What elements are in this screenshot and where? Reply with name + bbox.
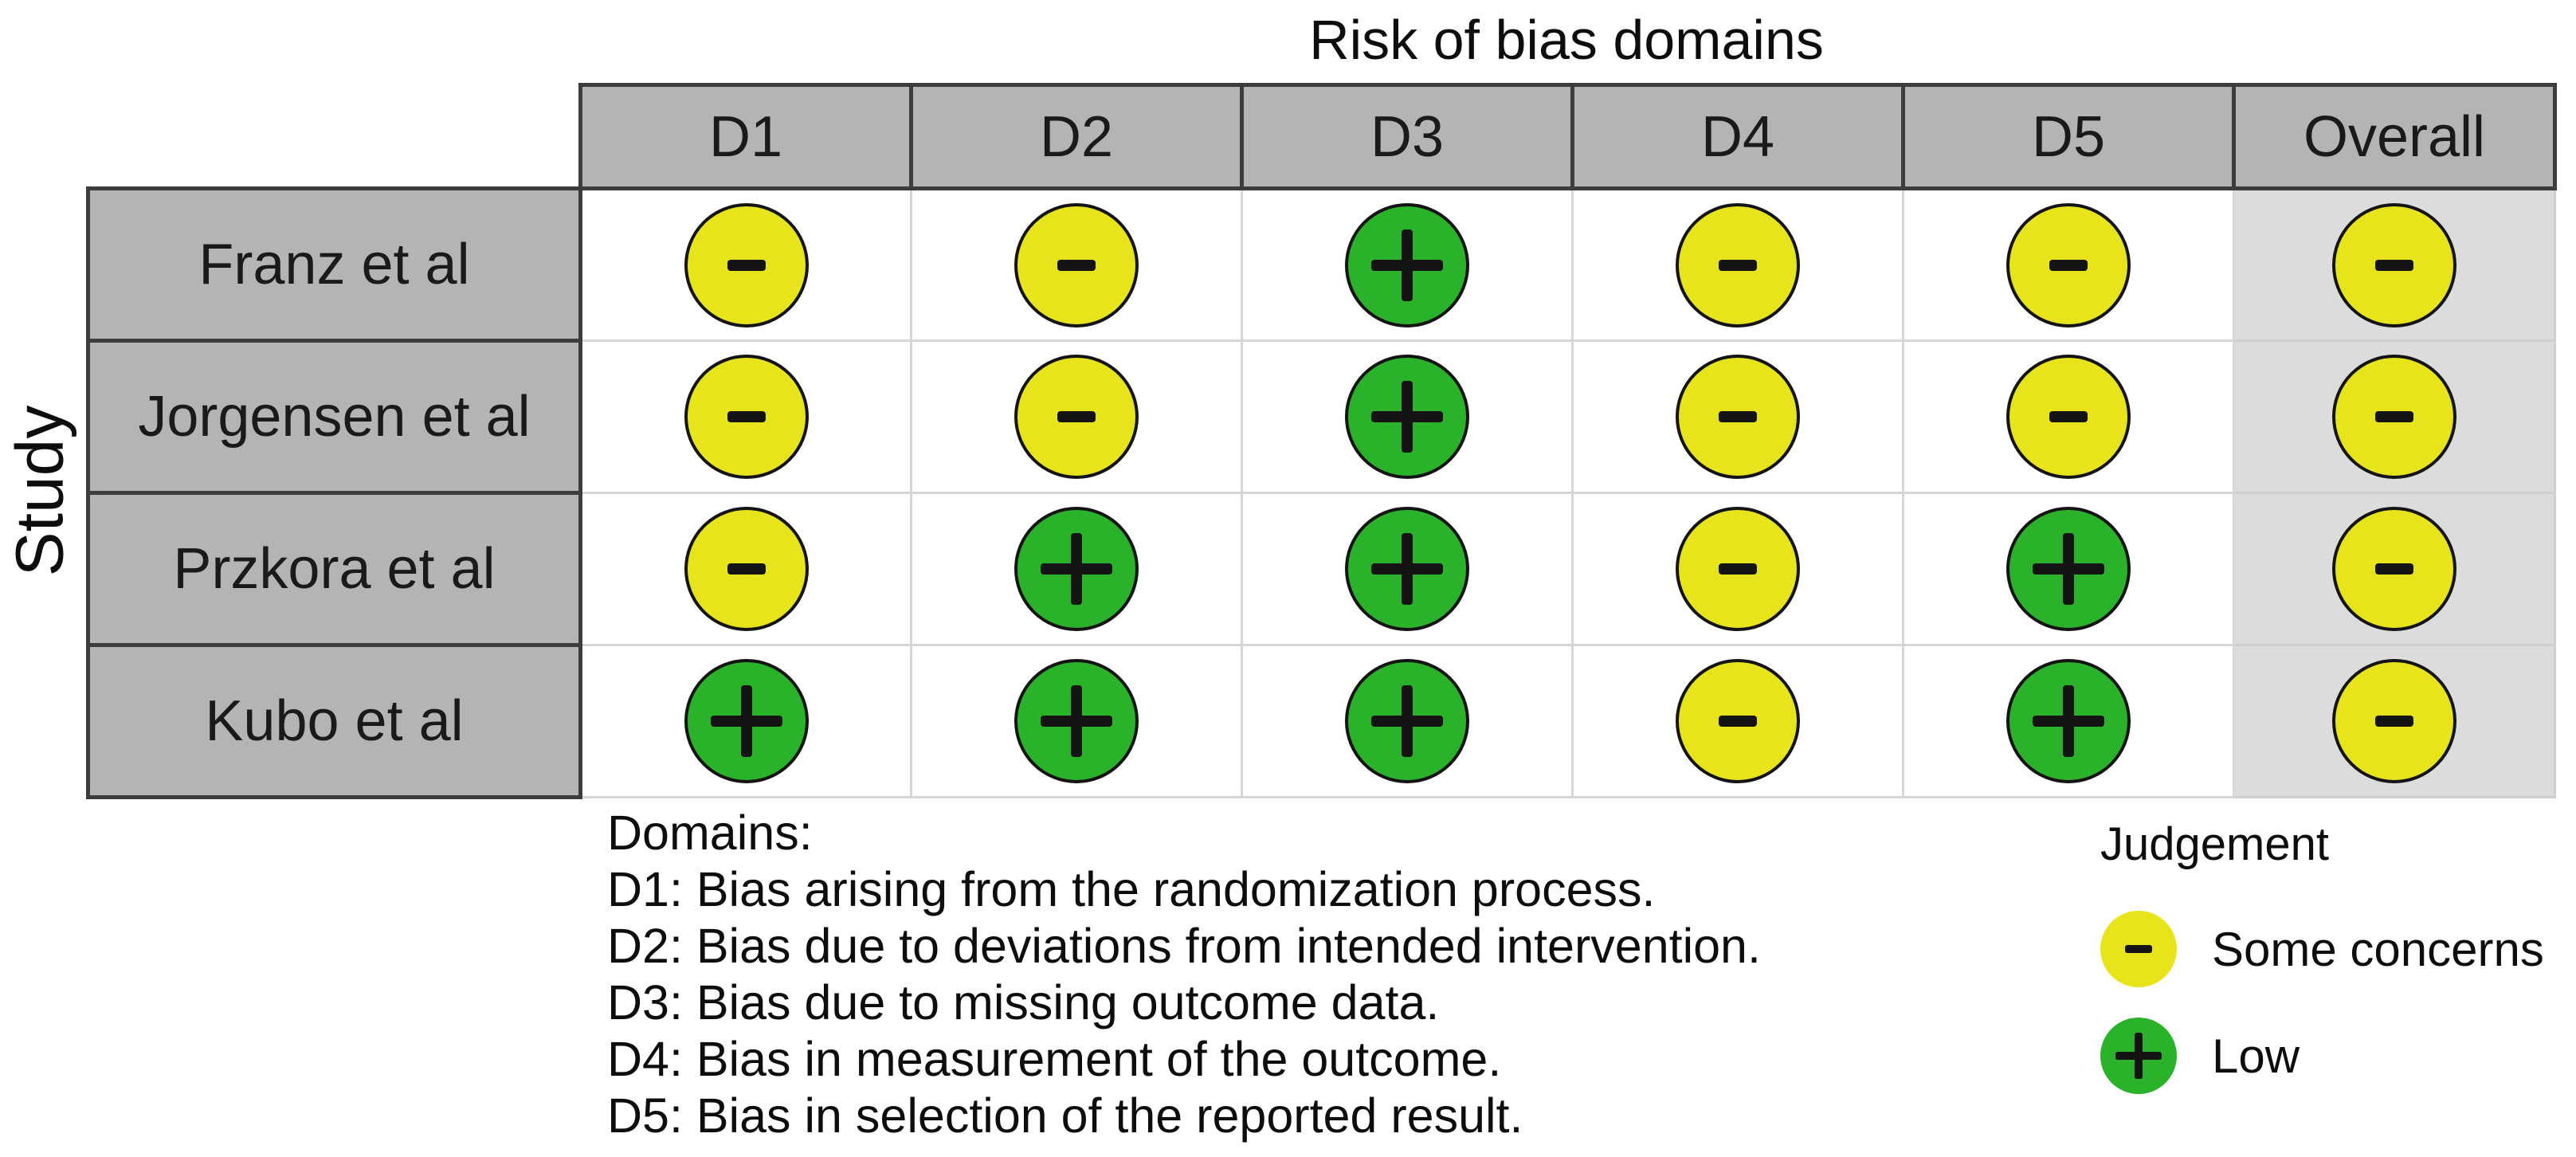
domain-definition-d5: D5: Bias in selection of the reported re… (607, 1088, 1523, 1143)
judgement-dot (1345, 355, 1469, 479)
judgement-dot (2006, 507, 2131, 631)
judgement-cell (1571, 187, 1904, 342)
judgement-cell (910, 187, 1243, 342)
judgement-cell-overall (2233, 187, 2556, 342)
judgement-cell (910, 492, 1243, 646)
legend-label: Low (2212, 1029, 2300, 1083)
judgement-dot (1676, 202, 1800, 327)
some-concerns-icon (2100, 911, 2177, 987)
judgement-dot (1345, 659, 1469, 783)
judgement-cell (1571, 492, 1904, 646)
legend-item-low: Low (2100, 1018, 2544, 1094)
rob-table: D1 D2 D3 D4 D5 Overall Franz et al Jorge… (86, 83, 2557, 799)
header-row: D1 D2 D3 D4 D5 Overall (88, 83, 2557, 190)
judgement-legend: Judgement Some concerns Low (2100, 818, 2544, 1124)
judgement-dot (684, 202, 809, 327)
judgement-cell (579, 187, 912, 342)
column-header-overall: Overall (2232, 83, 2557, 190)
study-label: Franz et al (86, 186, 582, 343)
judgement-cell (1571, 339, 1904, 494)
judgement-cell (1902, 339, 2235, 494)
column-header-d3: D3 (1240, 83, 1574, 190)
judgement-dot (1014, 355, 1139, 479)
judgement-dot (684, 507, 809, 631)
judgement-cell (1571, 644, 1904, 798)
judgement-dot (1345, 507, 1469, 631)
judgement-cell (579, 492, 912, 646)
table-row: Jorgensen et al (86, 339, 2556, 495)
domain-definition-d2: D2: Bias due to deviations from intended… (607, 919, 1761, 973)
legend-label: Some concerns (2212, 922, 2544, 976)
judgement-dot (2332, 507, 2456, 631)
domain-definition-d3: D3: Bias due to missing outcome data. (607, 975, 1440, 1030)
judgement-dot (2332, 202, 2456, 327)
judgement-cell (910, 339, 1243, 494)
judgement-dot (1676, 355, 1800, 479)
column-header-d2: D2 (909, 83, 1244, 190)
judgement-dot (2006, 202, 2131, 327)
judgement-dot (1345, 202, 1469, 327)
table-row: Przkora et al (86, 491, 2556, 647)
judgement-cell (1902, 187, 2235, 342)
table-row: Franz et al (86, 186, 2556, 343)
judgement-cell-overall (2233, 492, 2556, 646)
judgement-dot (1014, 507, 1139, 631)
domain-definition-d4: D4: Bias in measurement of the outcome. (607, 1032, 1502, 1086)
legend-item-some-concerns: Some concerns (2100, 911, 2544, 987)
low-risk-icon (2100, 1018, 2177, 1094)
domain-definitions: Domains: D1: Bias arising from the rando… (607, 805, 1761, 1144)
judgement-dot (2006, 659, 2131, 783)
figure-title: Risk of bias domains (1309, 9, 1824, 71)
legend-heading: Judgement (2100, 818, 2329, 870)
judgement-dot (1676, 659, 1800, 783)
judgement-cell (579, 339, 912, 494)
judgement-cell (910, 644, 1243, 798)
domain-definitions-heading: Domains: (607, 806, 813, 860)
column-header-d1: D1 (578, 83, 913, 190)
domain-definition-d1: D1: Bias arising from the randomization … (607, 862, 1656, 916)
study-label: Kubo et al (86, 643, 582, 799)
study-label: Jorgensen et al (86, 339, 582, 495)
judgement-cell (1241, 492, 1574, 646)
judgement-dot (1014, 659, 1139, 783)
judgement-cell (1241, 644, 1574, 798)
study-label: Przkora et al (86, 491, 582, 647)
study-axis-label: Study (2, 405, 77, 577)
judgement-dot (2006, 355, 2131, 479)
judgement-cell-overall (2233, 644, 2556, 798)
judgement-dot (684, 659, 809, 783)
judgement-dot (2332, 355, 2456, 479)
column-header-d5: D5 (1901, 83, 2236, 190)
column-header-d4: D4 (1570, 83, 1905, 190)
corner-spacer (88, 85, 581, 189)
judgement-cell-overall (2233, 339, 2556, 494)
judgement-dot (1676, 507, 1800, 631)
judgement-cell (579, 644, 912, 798)
judgement-dot (2332, 659, 2456, 783)
judgement-cell (1241, 339, 1574, 494)
judgement-dot (684, 355, 809, 479)
table-row: Kubo et al (86, 643, 2556, 799)
judgement-cell (1902, 644, 2235, 798)
judgement-dot (1014, 202, 1139, 327)
judgement-cell (1241, 187, 1574, 342)
judgement-cell (1902, 492, 2235, 646)
